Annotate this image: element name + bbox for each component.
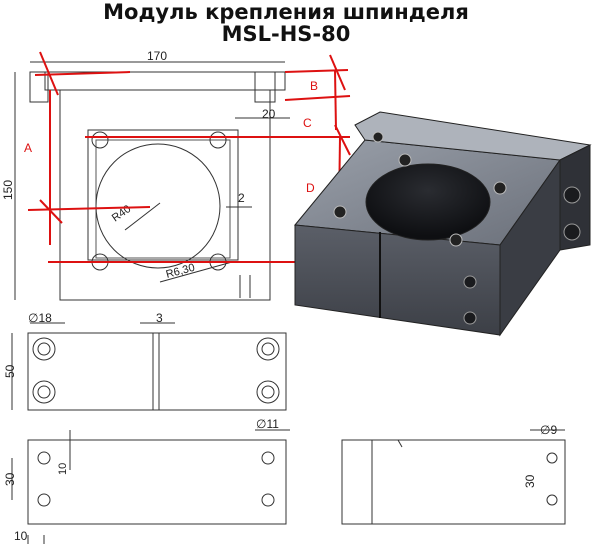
bottom-outline [27, 439, 287, 525]
side-view [11, 322, 287, 411]
dim-2: 2 [238, 191, 245, 205]
dim-dia18: ∅18 [28, 311, 52, 325]
dim-20: 20 [262, 107, 276, 121]
marker-a: A [24, 141, 32, 155]
dim-170: 170 [147, 49, 167, 63]
dim-10-bottom: 10 [57, 463, 69, 475]
dim-150: 150 [1, 180, 15, 200]
marker-c: C [303, 116, 312, 130]
title-line-1: Модуль крепления шпинделя [103, 0, 469, 24]
marker-b: B [310, 79, 318, 93]
marker-d: D [306, 181, 315, 195]
end-view [341, 429, 566, 525]
top-bar [44, 71, 286, 91]
title-line-2: MSL-HS-80 [221, 22, 351, 46]
dim-r630: R6,30 [165, 262, 196, 281]
front-view [14, 61, 290, 301]
dim-50: 50 [3, 364, 17, 378]
red-annotations [27, 51, 375, 286]
left-lug [29, 71, 49, 103]
dim-30-bottom: 30 [3, 472, 17, 486]
end-outline [341, 439, 566, 525]
right-lug [254, 71, 276, 103]
dim-3: 3 [156, 311, 163, 325]
bottom-view [11, 429, 290, 544]
bore-circle [95, 143, 221, 269]
corner-hole-tr [209, 131, 227, 149]
corner-hole-tl [91, 131, 109, 149]
dim-dia11: ∅11 [256, 417, 279, 431]
side-outline [27, 332, 287, 411]
dim-10-edge: 10 [14, 529, 28, 543]
dim-dia9: ∅9 [540, 423, 557, 437]
bore-frame [87, 129, 239, 261]
dim-30-end: 30 [523, 474, 537, 488]
dim-r40: R40 [110, 203, 133, 224]
isometric-render [294, 111, 592, 337]
body-outline [59, 89, 271, 301]
